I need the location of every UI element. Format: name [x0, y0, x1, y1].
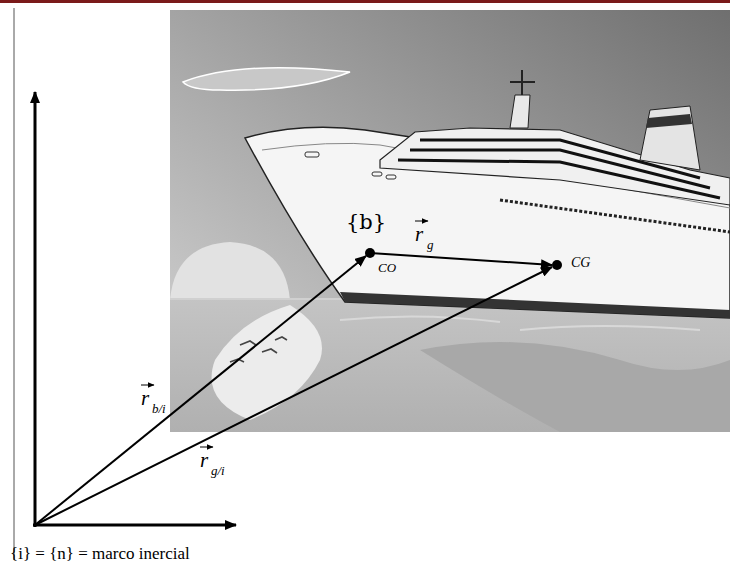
vector-symbol: r — [141, 388, 149, 409]
frame-label: {b} — [346, 212, 386, 233]
point-label: CG — [571, 256, 590, 270]
vector-symbol: r — [415, 224, 423, 245]
vector-subscript: b/i — [152, 402, 166, 415]
vector-subscript: g — [427, 238, 434, 251]
vector-symbol: r — [200, 450, 208, 471]
vector-subscript: g/i — [211, 464, 225, 477]
point-label: CO — [378, 261, 396, 274]
frame-caption: {i} = {n} = marco inercial — [10, 545, 190, 562]
